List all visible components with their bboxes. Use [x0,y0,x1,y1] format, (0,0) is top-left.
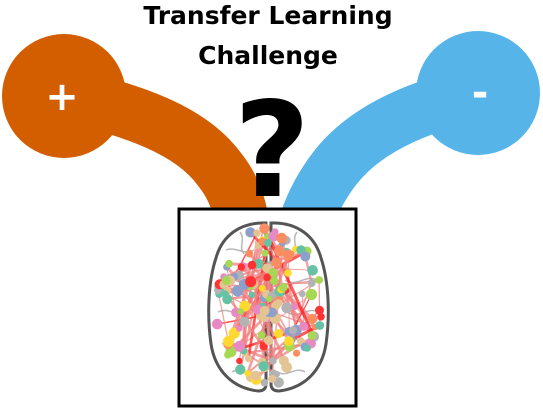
brain-node [269,357,277,365]
minus-sign: - [472,70,489,116]
brain-node [245,249,254,258]
brain-node [245,227,256,238]
brain-node [257,331,266,340]
brain-node [315,305,324,315]
brain-node [247,260,257,270]
brain-node [225,259,233,268]
title-line-1: Transfer Learning [143,1,392,30]
brain-node [260,378,269,387]
brain-node [288,326,297,335]
brain-node [237,308,244,315]
brain-node [263,335,274,346]
brain-node [268,268,278,278]
brain-node [266,295,273,303]
brain-node [234,340,246,352]
brain-node [300,251,311,262]
brain-node [236,357,243,365]
brain-node [303,344,311,352]
brain-node [258,284,266,292]
brain-node [237,263,245,271]
brain-node [244,355,252,363]
brain-node [315,276,323,284]
brain-node [263,273,271,282]
brain-node [315,321,325,330]
brain-node [270,276,279,286]
brain-node [273,370,281,378]
brain-node [284,336,294,347]
brain-node [305,288,318,301]
brain-node [307,313,318,324]
brain-node [248,291,256,298]
brain-node [250,370,261,381]
brain-node [221,290,229,298]
brain-node [223,335,234,347]
brain-node [279,282,288,292]
brain-node [244,369,251,377]
brain-node [236,325,243,332]
connection-edge [217,290,230,344]
brain-node [307,265,318,276]
brain-node [307,279,316,287]
positive-branch-bulb [2,34,126,158]
brain-node [276,232,288,244]
positive-branch: + [2,34,269,227]
plus-sign: + [45,74,79,120]
brain-node [253,229,261,237]
brain-node [245,276,257,288]
brain-node [235,364,246,375]
brain-node [273,377,284,388]
brain-node [271,257,282,268]
brain-node [239,316,250,327]
brain-node [274,245,285,257]
question-mark-icon: ? [234,74,311,228]
brain-panel [177,207,358,408]
brain-node [307,331,317,340]
brain-node [293,349,301,357]
brain-node [299,321,309,331]
brain-node [281,302,293,314]
brain-node [264,239,272,247]
brain-node [273,329,284,339]
brain-node [268,374,277,383]
brain-node [278,355,289,366]
brain-node [291,303,298,311]
brain-node [211,318,223,330]
brain-node [259,223,270,234]
brain-node [222,276,231,285]
brain-node [268,231,279,242]
brain-node [298,290,306,298]
brain-node [224,351,232,359]
brain-node [283,249,294,261]
title-line-2: Challenge [198,41,338,70]
brain-node [259,305,270,316]
brain-node [274,299,283,308]
brain-node [258,361,269,372]
negative-branch: - [280,31,540,231]
brain-node [317,313,325,321]
negative-branch-bulb [416,31,540,155]
brain-node [261,249,269,257]
brain-nodes [211,223,325,388]
brain-node [284,269,292,277]
